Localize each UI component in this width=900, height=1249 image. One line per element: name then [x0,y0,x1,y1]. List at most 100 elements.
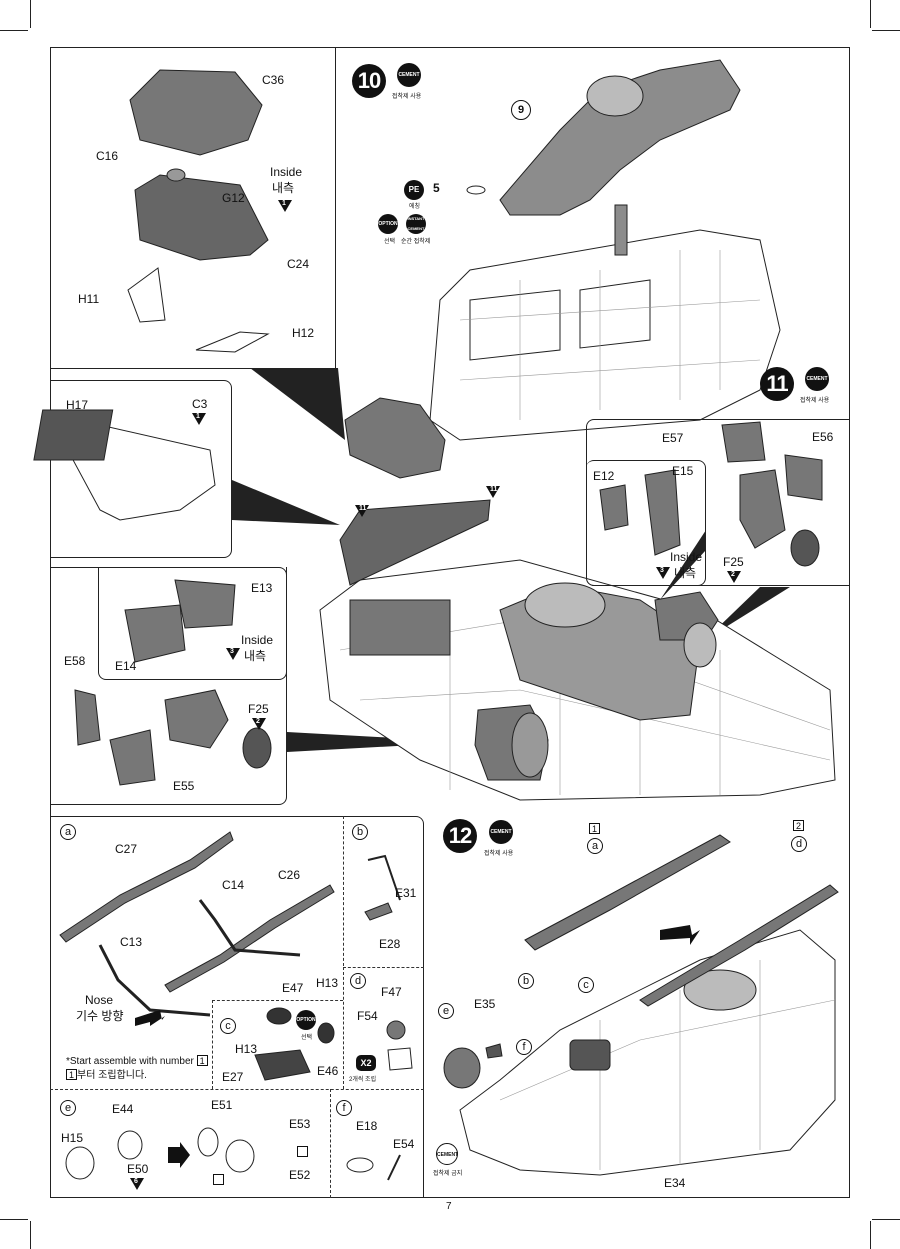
inside-label: Inside [270,165,303,179]
note-number: 1 [196,1055,208,1066]
part-label-h15: H15 [61,1131,84,1145]
triangle-number: 6 [134,1178,138,1185]
triangle-number: 1 [282,200,286,207]
part-label-e47: E47 [282,981,304,995]
divider [212,1000,343,1001]
part-label-e50: E50 [127,1162,149,1176]
cement-icon: CEMENT [397,63,421,87]
step12-marker-a: a [587,838,603,854]
sub-d-marker: d [350,973,366,989]
part-label-e51: E51 [211,1098,233,1112]
crop-mark [0,30,28,31]
step12-marker-e: e [438,1003,454,1019]
step12-square-1: 1 [589,823,600,834]
sub-e-square-1 [213,1174,224,1185]
part-label-h11: H11 [78,292,100,306]
part-label-h12: H12 [292,326,315,340]
no-cement-caption: 접착제 금지 [433,1171,463,1177]
x2-caption: 2개씩 조립 [349,1077,377,1083]
inside-label: Inside [670,550,703,564]
detail-panel-h17 [50,380,232,558]
part-label-c16: C16 [96,149,119,163]
part-label-e53: E53 [289,1117,311,1131]
sub-e-square-2 [297,1146,308,1157]
sub-c-marker: c [220,1018,236,1034]
part-label-c24: C24 [287,257,310,271]
assembly-note: *Start assemble with number 1 [66,1055,208,1068]
cement-icon: CEMENT [805,367,829,391]
triangle-number: 1 [196,413,200,420]
part-label-c3: C3 [192,397,208,411]
pe-icon: PE [404,180,424,200]
part-label-h13: H13 [235,1042,258,1056]
inside-triangle-marker: 3 [656,567,670,579]
part-label-e14: E14 [115,659,137,673]
note-number: 1 [66,1069,77,1080]
divider [212,1000,213,1089]
crop-mark [30,1221,31,1249]
detail-panel-canopy [50,47,336,369]
part-label-f25: F25 [723,555,744,569]
triangle-number: 3 [660,567,664,574]
step-11-subpanel [586,460,706,586]
nose-direction-label: Nose [85,993,114,1007]
option-caption: 선택 [301,1035,313,1041]
part-label-c27: C27 [115,842,138,856]
divider [343,967,344,1089]
sub-b-marker: b [352,824,368,840]
detail-subpanel-e13 [98,567,287,680]
instant-cement-icon: INSTANT CEMENT [406,214,426,234]
part-label-e13: E13 [251,581,273,595]
step-number-10: 10 [352,64,386,98]
part-label-f25: F25 [248,702,269,716]
part-label-e44: E44 [112,1102,134,1116]
callout-triangle-marker: 11 [355,505,369,517]
triangle-number: 3 [230,648,234,655]
inside-label-ko: 내측 [272,181,295,195]
detail-panel-e13 [50,567,287,805]
part-label-e55: E55 [173,779,195,793]
divider [50,1089,424,1090]
inside-triangle-marker: 1 [278,200,292,212]
callout-triangle-marker: 11 [486,486,500,498]
step12-marker-d: d [791,836,807,852]
part-label-h13-top: H13 [316,976,339,990]
part-label-e18: E18 [356,1119,378,1133]
option-caption: 선택 [384,239,396,245]
step12-marker-b: b [518,973,534,989]
x2-icon: X2 [356,1055,376,1071]
part-label-c13: C13 [120,935,143,949]
part-label-e28: E28 [379,937,401,951]
instant-cement-caption: 순간 접착제 [401,239,431,245]
f25-triangle-marker: 2 [727,571,741,583]
part-label-e15: E15 [672,464,694,478]
part-label-f47: F47 [381,985,402,999]
part-label-c36: C36 [262,73,285,87]
e50-triangle-marker: 6 [130,1178,144,1190]
sub-e-marker: e [60,1100,76,1116]
crop-mark [30,0,31,28]
part-label-e35: E35 [474,997,496,1011]
part-label-e58: E58 [64,654,86,668]
part-label-e57: E57 [662,431,684,445]
divider [343,967,424,968]
cement-icon: CEMENT [489,820,513,844]
divider [343,816,344,966]
part-label-e56: E56 [812,430,834,444]
step-number-12: 12 [443,819,477,853]
inside-label: Inside [241,633,274,647]
page-frame [50,47,850,1198]
part-label-e46: E46 [317,1064,339,1078]
crop-mark [870,1221,871,1249]
step-number-11: 11 [760,367,794,401]
part-label-g12: G12 [222,191,245,205]
page-number: 7 [446,1201,452,1212]
part-label-e12: E12 [593,469,615,483]
c3-triangle-marker: 1 [192,413,206,425]
inside-label-ko: 내측 [674,566,697,580]
crop-mark [870,0,871,28]
cement-caption: 접착제 사용 [484,851,514,857]
sub-assembly-panel [50,816,424,1198]
